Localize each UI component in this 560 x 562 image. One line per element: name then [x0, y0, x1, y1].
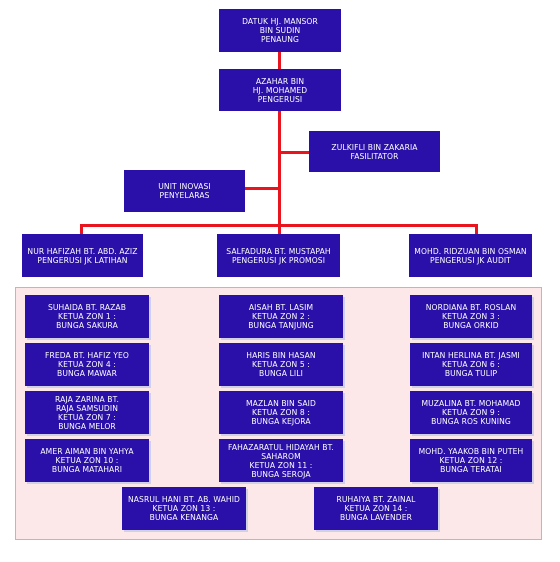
zone-6-box: INTAN HERLINA BT. JASMI KETUA ZON 6 : BU…: [410, 343, 532, 386]
zone-11-box: FAHAZARATUL HIDAYAH BT. SAHAROM KETUA ZO…: [219, 439, 343, 482]
committee-latihan-box: NUR HAFIZAH BT. ABD. AZIZ PENGERUSI JK L…: [22, 234, 143, 277]
chairman-box: AZAHAR BIN HJ. MOHAMED PENGERUSI: [219, 69, 341, 111]
zone-2-label: AISAH BT. LASIM KETUA ZON 2 : BUNGA TANJ…: [248, 303, 314, 330]
zone-5-label: HARIS BIN HASAN KETUA ZON 5 : BUNGA LILI: [246, 351, 316, 378]
zone-9-box: MUZALINA BT. MOHAMAD KETUA ZON 9 : BUNGA…: [410, 391, 532, 434]
connector-facilitator: [279, 151, 309, 154]
zone-3-box: NORDIANA BT. ROSLAN KETUA ZON 3 : BUNGA …: [410, 295, 532, 338]
zone-1-label: SUHAIDA BT. RAZAB KETUA ZON 1 : BUNGA SA…: [47, 303, 127, 330]
chairman-label: AZAHAR BIN HJ. MOHAMED PENGERUSI: [252, 76, 308, 104]
connector-committee-latihan: [80, 224, 83, 234]
zone-3-label: NORDIANA BT. ROSLAN KETUA ZON 3 : BUNGA …: [425, 303, 517, 330]
zone-1-box: SUHAIDA BT. RAZAB KETUA ZON 1 : BUNGA SA…: [25, 295, 149, 338]
zone-10-box: AMER AIMAN BIN YAHYA KETUA ZON 10 : BUNG…: [25, 439, 149, 482]
committee-audit-box: MOHD. RIDZUAN BIN OSMAN PENGERUSI JK AUD…: [409, 234, 532, 277]
patron-label: DATUK HJ. MANSOR BIN SUDIN PENAUNG: [242, 17, 318, 44]
zone-2-box: AISAH BT. LASIM KETUA ZON 2 : BUNGA TANJ…: [219, 295, 343, 338]
zone-13-box: NASRUL HANI BT. AB. WAHID KETUA ZON 13 :…: [122, 487, 246, 530]
zone-4-box: FREDA BT. HAFIZ YEO KETUA ZON 4 : BUNGA …: [25, 343, 149, 386]
zone-6-label: INTAN HERLINA BT. JASMI KETUA ZON 6 : BU…: [422, 351, 520, 378]
zone-12-box: MOHD. YAAKOB BIN PUTEH KETUA ZON 12 : BU…: [410, 439, 532, 482]
zone-10-label: AMER AIMAN BIN YAHYA KETUA ZON 10 : BUNG…: [40, 447, 134, 474]
committee-audit-label: MOHD. RIDZUAN BIN OSMAN PENGERUSI JK AUD…: [414, 246, 527, 265]
coordinator-box: UNIT INOVASI PENYELARAS: [124, 170, 245, 212]
zone-7-box: RAJA ZARINA BT. RAJA SAMSUDIN KETUA ZON …: [25, 391, 149, 434]
zone-8-label: MAZLAN BIN SAID KETUA ZON 8 : BUNGA KEJO…: [246, 399, 316, 426]
committee-promosi-box: SALFADURA BT. MUSTAPAH PENGERUSI JK PROM…: [217, 234, 340, 277]
zone-11-label: FAHAZARATUL HIDAYAH BT. SAHAROM KETUA ZO…: [228, 442, 334, 479]
zone-5-box: HARIS BIN HASAN KETUA ZON 5 : BUNGA LILI: [219, 343, 343, 386]
patron-box: DATUK HJ. MANSOR BIN SUDIN PENAUNG: [219, 9, 341, 52]
facilitator-box: ZULKIFLI BIN ZAKARIA FASILITATOR: [309, 131, 440, 172]
connector-coordinator: [245, 187, 280, 190]
connector-trunk: [278, 111, 281, 226]
connector-committee-audit: [475, 224, 478, 234]
zone-14-label: RUHAIYA BT. ZAINAL KETUA ZON 14 : BUNGA …: [336, 495, 416, 522]
facilitator-label: ZULKIFLI BIN ZAKARIA FASILITATOR: [331, 142, 418, 161]
zone-13-label: NASRUL HANI BT. AB. WAHID KETUA ZON 13 :…: [127, 495, 240, 522]
zone-9-label: MUZALINA BT. MOHAMAD KETUA ZON 9 : BUNGA…: [421, 399, 521, 426]
connector-patron-chairman: [278, 52, 281, 70]
connector-committee-promosi: [278, 224, 281, 234]
zone-4-label: FREDA BT. HAFIZ YEO KETUA ZON 4 : BUNGA …: [45, 351, 129, 378]
coordinator-label: UNIT INOVASI PENYELARAS: [158, 182, 211, 200]
zone-12-label: MOHD. YAAKOB BIN PUTEH KETUA ZON 12 : BU…: [418, 447, 524, 474]
committee-latihan-label: NUR HAFIZAH BT. ABD. AZIZ PENGERUSI JK L…: [27, 246, 138, 265]
committee-promosi-label: SALFADURA BT. MUSTAPAH PENGERUSI JK PROM…: [226, 246, 331, 265]
zone-8-box: MAZLAN BIN SAID KETUA ZON 8 : BUNGA KEJO…: [219, 391, 343, 434]
zone-14-box: RUHAIYA BT. ZAINAL KETUA ZON 14 : BUNGA …: [314, 487, 438, 530]
zone-7-label: RAJA ZARINA BT. RAJA SAMSUDIN KETUA ZON …: [55, 394, 119, 431]
